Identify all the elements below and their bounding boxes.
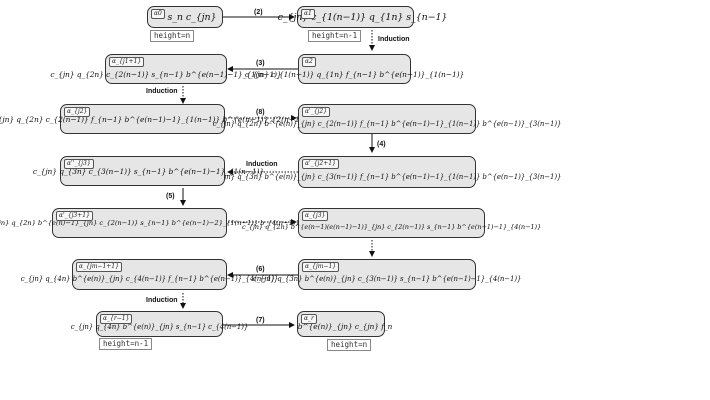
edge-label-7: (7): [256, 317, 265, 324]
node-alpha-double-prime-j3: α''_{j3} c_{jn} q_{3n} c_{3(n−1)} s_{n−1…: [33, 156, 264, 186]
node-formula: c_{jn} q_{4n} b^{e(n)}_{jn} s_{n−1} c_{4…: [70, 323, 249, 331]
node-tag: α_{jm−1}: [302, 262, 340, 272]
node-alpha-prime-j2: α'_{j2} c_{jn} q_{2n} b^{e(n)}_{jn} c_{2…: [213, 104, 561, 134]
node-formula: c_{jn} q_{3n} b^{e(n)}_{jn} c_{3(n−1)} s…: [252, 274, 522, 283]
node-alpha-jm-minus-1-plus-1: α_{jm−1+1} c_{jn} q_{4n} b^{e(n)}_{jn} c…: [21, 259, 278, 290]
node-tag: α''_{j3}: [64, 159, 94, 169]
node-tag: α1: [301, 9, 315, 19]
node-tag: α'_{j2}: [302, 107, 331, 117]
node-formula: c_{jn} q_{3n} c_{3(n−1)} s_{n−1} b^{e(n−…: [32, 166, 265, 176]
edge-label-induction-2: Induction: [146, 88, 178, 95]
node-formula: c_{jn} q_{3n} b^{e(n)}_{jn} c_{3(n−1)} f…: [212, 173, 562, 181]
node-tag: α_{jm−1+1}: [76, 262, 122, 272]
edge-label-6: (6): [256, 266, 265, 273]
node-tag: α_{j2}: [64, 107, 91, 117]
node-formula: c_{jn} c_{1(n−1)} q_{1n} f_{n−1} b^{e(n−…: [244, 69, 465, 79]
node-formula: s_n c_{jn}: [167, 11, 217, 23]
edge-label-2: (2): [254, 9, 263, 16]
edge-label-induction-4: Induction: [146, 297, 178, 304]
node-formula: c_{jn} q_{2n} b^{e(n)}_{jn} c_{2(n−1)} f…: [212, 120, 562, 128]
node-formula: c_{jn} c_{1(n−1)} q_{1n} s_{n−1}: [277, 11, 448, 23]
height-label-n-minus-1-bottom: height=n-1: [99, 338, 153, 350]
node-tag: α'_{j2+1}: [302, 159, 339, 169]
edge-label-8: (8): [256, 109, 265, 116]
node-alpha-r-minus-1: α_{r−1} c_{jn} q_{4n} b^{e(n)}_{jn} s_{n…: [71, 311, 248, 337]
node-alpha-j3-plus-1: α'_{j3+1} c_{jn} q_{2n} b^{e(n)−1}_{jn} …: [0, 208, 300, 238]
node-alpha-j2: α_{j2} c_{jn} q_{2n} c_{2(n−1)} f_{n−1} …: [0, 104, 307, 134]
node-alpha-j1-plus-1: α_{j1+1} c_{jn} q_{2n} c_{2(n−1)} s_{n−1…: [50, 54, 282, 84]
node-alpha-1: α1 c_{jn} c_{1(n−1)} q_{1n} s_{n−1}: [278, 6, 447, 28]
node-alpha-0: α0 s_n c_{jn}: [147, 6, 223, 28]
height-label-n-top: height=n: [150, 30, 195, 42]
node-tag: α0: [151, 9, 165, 19]
node-formula: c_{jn} q_{2n} c_{2(n−1)} s_{n−1} b^{e(n−…: [50, 69, 282, 79]
edge-label-induction-3: Induction: [246, 161, 278, 168]
node-formula: c_{jn} q_{2n} b^{e(n)−1}_{jn} c_{2(n−1)}…: [0, 219, 300, 227]
node-formula: c_{jn} q_{4n} b^{e(n)}_{jn} c_{4(n−1)} f…: [20, 274, 279, 283]
node-alpha-j3: α_{j3} c_{jn} q_{2n} b^{e(n−1)(e(n−1)−1)…: [242, 208, 541, 238]
node-tag: α2: [302, 57, 316, 67]
node-alpha-j2-plus-1: α'_{j2+1} c_{jn} q_{3n} b^{e(n)}_{jn} c_…: [213, 156, 561, 188]
edge-label-3: (3): [256, 60, 265, 67]
edge-label-4: (4): [377, 141, 386, 148]
node-tag: α_{r−1}: [100, 314, 133, 324]
node-formula: c_{jn} q_{2n} b^{e(n−1)(e(n−1)−1)}_{jn} …: [241, 223, 542, 231]
node-formula: c_{jn} q_{2n} c_{2(n−1)} f_{n−1} b^{e(n−…: [0, 114, 308, 124]
node-alpha-r: α_r b^{e(n)}_{jn} c_{jn} f_n: [297, 311, 392, 337]
edge-label-induction-1: Induction: [378, 36, 410, 43]
node-alpha-jm-minus-1: α_{jm−1} c_{jn} q_{3n} b^{e(n)}_{jn} c_{…: [253, 259, 521, 290]
node-tag: α_{j1+1}: [109, 57, 145, 67]
node-alpha-2: α2 c_{jn} c_{1(n−1)} q_{1n} f_{n−1} b^{e…: [245, 54, 464, 84]
node-tag: α'_{j3+1}: [56, 211, 93, 221]
height-label-n-bottom: height=n: [327, 339, 372, 351]
edge-label-5: (5): [166, 193, 175, 200]
node-formula: b^{e(n)}_{jn} c_{jn} f_n: [297, 321, 393, 331]
node-tag: α_{j3}: [302, 211, 329, 221]
node-tag: α_r: [301, 314, 317, 324]
height-label-n-minus-1-top: height=n-1: [308, 30, 362, 42]
